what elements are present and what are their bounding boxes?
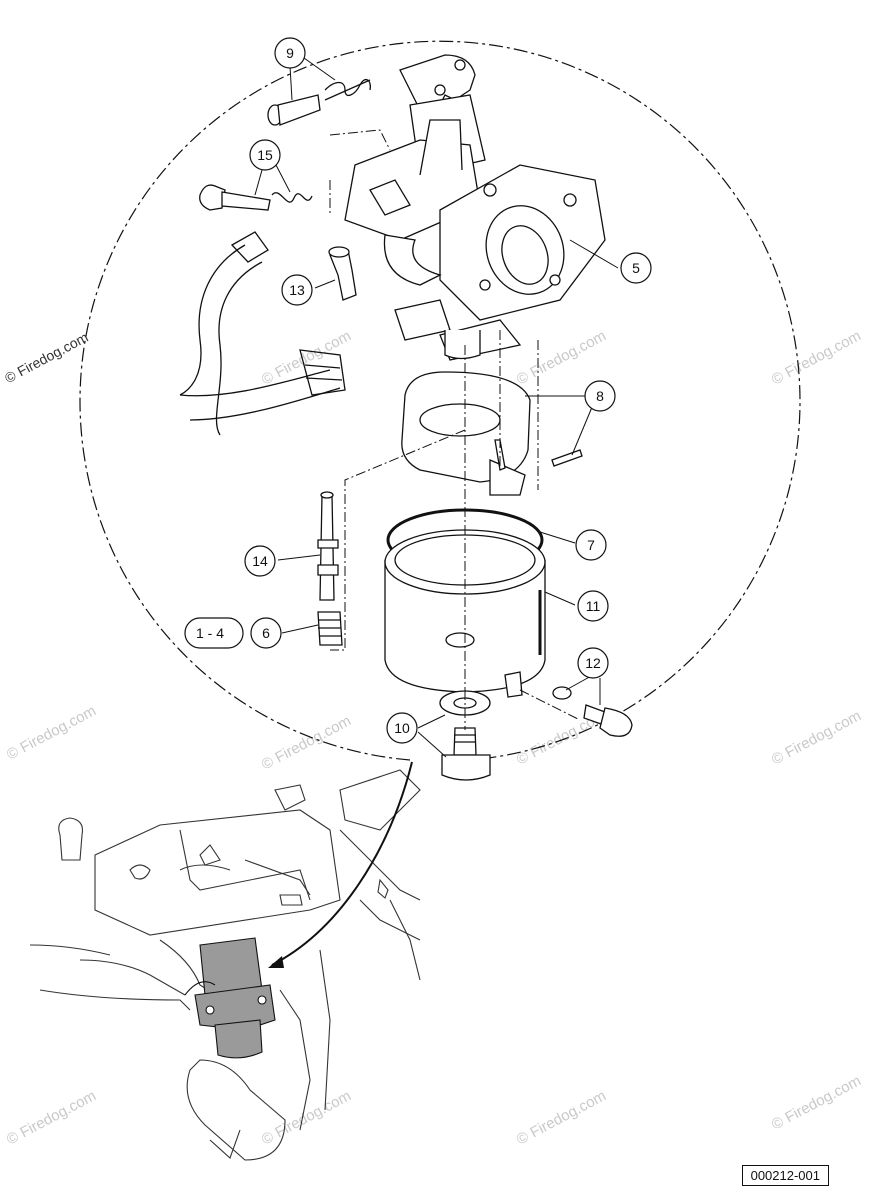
watermark: © Firedog.com xyxy=(769,1072,864,1133)
callout-circle-6 xyxy=(250,617,282,649)
callout-label: 7 xyxy=(587,537,595,553)
callout-label: 1 - 4 xyxy=(196,625,224,641)
callout-leaders xyxy=(254,57,619,758)
callout-label: 15 xyxy=(257,147,273,163)
callout-label: 9 xyxy=(286,45,294,61)
fuel-hose xyxy=(179,231,346,436)
callout-labels: 9 15 13 5 8 7 11 14 1 - 4 6 12 10 xyxy=(196,45,640,736)
part-13-jet xyxy=(328,246,357,301)
watermark: © Firedog.com xyxy=(769,707,864,768)
callout-circle-9 xyxy=(274,37,306,69)
detail-arrow xyxy=(271,761,413,966)
part-15-screw-spring xyxy=(199,184,313,211)
alignment-lines xyxy=(329,129,581,730)
callout-label: 6 xyxy=(262,625,270,641)
part-11-float-bowl xyxy=(384,529,546,698)
callout-circle-10 xyxy=(386,712,418,744)
callout-circle-15 xyxy=(249,139,281,171)
callout-label: 5 xyxy=(632,260,640,276)
callout-markers xyxy=(184,37,652,744)
callout-circle-8 xyxy=(584,380,616,412)
callout-circle-13 xyxy=(281,274,313,306)
part-9-screw-spring xyxy=(267,78,371,126)
watermark: © Firedog.com xyxy=(514,1087,609,1148)
callout-box-1-4 xyxy=(184,617,244,649)
callout-label: 10 xyxy=(394,720,410,736)
callout-label: 11 xyxy=(586,598,601,614)
part-6-main-jet xyxy=(317,611,343,646)
part-10-drain-bolt xyxy=(439,690,491,781)
watermark: © Firedog.com xyxy=(769,327,864,388)
carburetor-body xyxy=(344,54,606,361)
vehicle-engine-view xyxy=(29,769,421,1161)
part-8-bowl-top xyxy=(401,371,583,496)
callout-circle-7 xyxy=(575,529,607,561)
callout-label: 12 xyxy=(585,655,601,671)
callout-label: 13 xyxy=(289,282,305,298)
watermark: © Firedog.com xyxy=(4,1087,99,1148)
arrow-head-icon xyxy=(268,956,284,968)
callout-circle-14 xyxy=(244,545,276,577)
highlighted-carburetor xyxy=(184,937,276,1059)
callout-circle-12 xyxy=(577,647,609,679)
callout-circle-11 xyxy=(577,590,609,622)
watermark: © Firedog.com xyxy=(259,712,354,773)
detail-circle xyxy=(79,40,801,761)
part-14-emulsion-tube xyxy=(317,491,339,601)
drawing-number: 000212-001 xyxy=(741,1165,829,1186)
callout-label: 8 xyxy=(596,388,604,404)
callout-circle-5 xyxy=(620,252,652,284)
watermark: © Firedog.com xyxy=(514,327,609,388)
callout-label: 14 xyxy=(252,553,268,569)
watermark: © Firedog.com xyxy=(4,702,99,763)
